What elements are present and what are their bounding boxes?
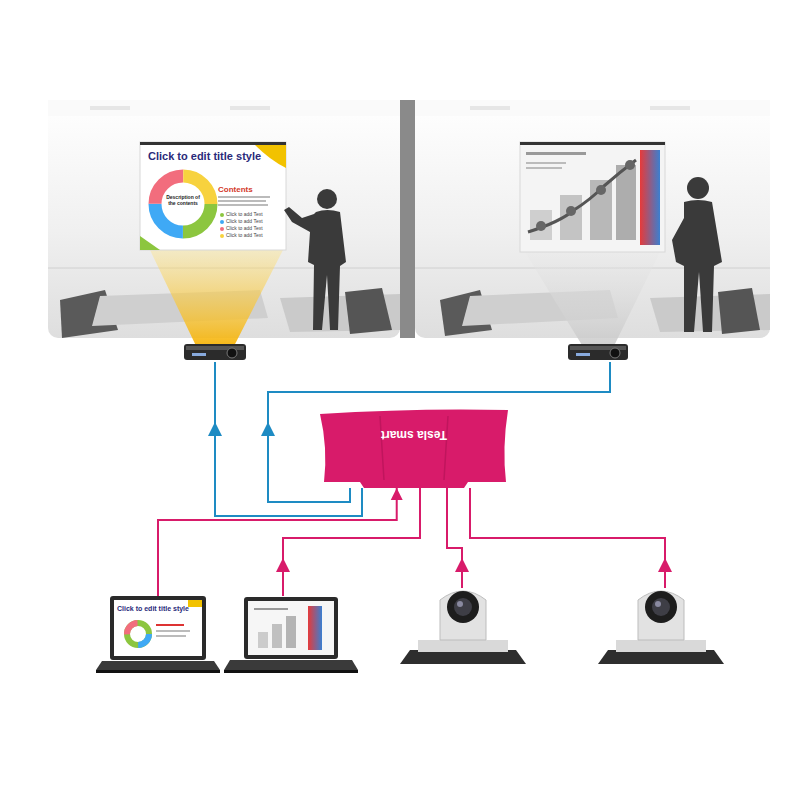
arrowhead bbox=[261, 422, 275, 436]
projector bbox=[568, 344, 628, 360]
input-wire bbox=[283, 488, 665, 596]
slide-title: Click to edit title style bbox=[148, 150, 261, 163]
ptz-camera bbox=[400, 591, 526, 664]
slide-heading: Contents bbox=[218, 185, 253, 194]
projection-screen bbox=[140, 142, 286, 250]
ptz-camera bbox=[598, 591, 724, 664]
matrix-switcher: Tesla smart bbox=[318, 408, 510, 488]
laptop bbox=[224, 597, 358, 673]
arrowhead bbox=[208, 422, 222, 436]
brand-name: Tesla smart bbox=[381, 428, 447, 442]
arrowhead bbox=[276, 558, 290, 572]
output-wire bbox=[215, 362, 610, 516]
presenter-silhouette bbox=[284, 189, 346, 330]
arrowhead bbox=[455, 558, 469, 572]
projection-screen bbox=[520, 142, 665, 252]
screen-title: Click to edit title style bbox=[117, 605, 189, 612]
room-divider bbox=[400, 100, 415, 338]
slide-bullet: Click to add Text bbox=[226, 233, 263, 239]
light-cone bbox=[150, 250, 283, 350]
input-wire bbox=[158, 488, 397, 596]
slide-bullet: Click to add Text bbox=[226, 212, 263, 218]
slide-bullet: Click to add Text bbox=[226, 219, 263, 225]
slide-bullet: Click to add Text bbox=[226, 226, 263, 232]
arrowhead bbox=[658, 558, 672, 572]
presenter-silhouette bbox=[672, 177, 722, 332]
slide-text: Description of the contents bbox=[166, 195, 200, 207]
projector bbox=[184, 344, 246, 360]
laptop: Click to edit title style bbox=[96, 596, 220, 674]
arrowhead bbox=[391, 488, 403, 500]
light-cone bbox=[525, 252, 660, 350]
matrix-housing bbox=[318, 408, 510, 488]
